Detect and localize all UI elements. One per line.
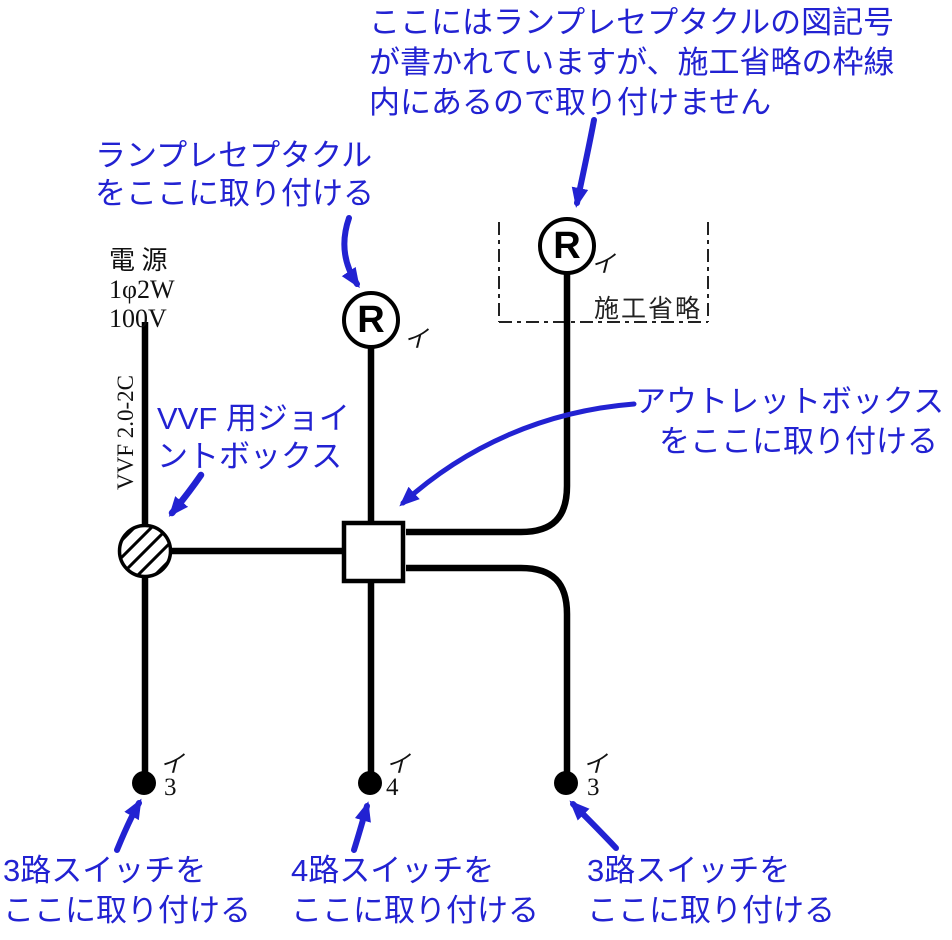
note-line: 4路スイッチを (291, 853, 495, 888)
arrow-lamp-receptacle-note (341, 215, 360, 289)
note-switch-right: 3路スイッチを ここに取り付ける (587, 851, 835, 931)
switch-number-middle: 4 (386, 774, 399, 801)
circuit-mark-receptacle-omitted: イ (591, 252, 615, 278)
switch-number-right: 3 (587, 774, 600, 801)
outletbox-to-right-switch-wire (406, 564, 571, 772)
omission-box-label: 施工省略 (594, 296, 703, 323)
power-source-line: 1φ2W (109, 275, 175, 304)
note-line: が書かれていますが、施工省略の枠線 (369, 45, 895, 80)
arrow-outlet-box-note (399, 401, 637, 507)
note-line: 3路スイッチを (3, 853, 207, 888)
arrow-omitted-receptacle-note (571, 117, 597, 208)
note-line: ここにはランプレセプタクルの図記号 (369, 5, 895, 40)
arrow-joint-box-note (168, 471, 205, 517)
note-line: をここに取り付ける (95, 176, 374, 211)
switch-number-left: 3 (164, 774, 177, 801)
note-line: をここに取り付ける (659, 424, 938, 459)
power-source-label: 電 源 1φ2W 100V (109, 246, 175, 333)
receptacle-symbol-mid (342, 291, 400, 349)
outletbox-to-omitted-receptacle-wire (406, 274, 571, 536)
omission-frame (498, 222, 709, 323)
circuit-mark-receptacle-mid: イ (404, 327, 428, 353)
note-outlet-box: アウトレットボックス をここに取り付ける (635, 382, 944, 462)
note-line: ここに取り付ける (587, 893, 835, 928)
power-source-line: 100V (109, 304, 167, 333)
note-line: 内にあるので取り付けません (369, 85, 772, 120)
note-omitted-receptacle: ここにはランプレセプタクルの図記号 が書かれていますが、施工省略の枠線 内にある… (369, 3, 894, 123)
power-source-line: 電 源 (109, 246, 168, 275)
outlet-box-symbol (341, 520, 406, 584)
note-line: ここに取り付ける (291, 893, 539, 928)
note-line: ントボックス (157, 439, 343, 474)
circuit-mark-switch-right: イ (583, 752, 607, 778)
arrow-switch-middle-note (351, 801, 371, 853)
arrow-switch-right-note (569, 800, 619, 851)
note-switch-left: 3路スイッチを ここに取り付ける (3, 851, 251, 931)
note-switch-middle: 4路スイッチを ここに取り付ける (291, 851, 539, 931)
arrow-switch-left-note (114, 798, 142, 853)
receptacle-letter-mid: R (357, 299, 385, 341)
receptacle-letter-omitted: R (553, 225, 581, 267)
switch-dot-right (554, 771, 578, 795)
note-vvf-joint-box: VVF 用ジョイ ントボックス (157, 400, 350, 476)
note-line: VVF 用ジョイ (157, 401, 350, 436)
switch-dot-middle (358, 771, 382, 795)
note-lamp-receptacle: ランプレセプタクル をここに取り付ける (95, 137, 374, 213)
note-line: ランプレセプタクル (95, 138, 373, 173)
note-line: ここに取り付ける (3, 893, 251, 928)
cable-type-label: VVF 2.0-2C (113, 374, 138, 490)
circuit-mark-switch-left: イ (160, 752, 184, 778)
switch-dot-left (132, 771, 156, 795)
joint-box-hatch (120, 526, 170, 576)
circuit-mark-switch-middle: イ (386, 752, 410, 778)
receptacle-symbol-omitted (538, 217, 596, 275)
note-line: アウトレットボックス (635, 384, 945, 419)
note-line: 3路スイッチを (587, 853, 791, 888)
